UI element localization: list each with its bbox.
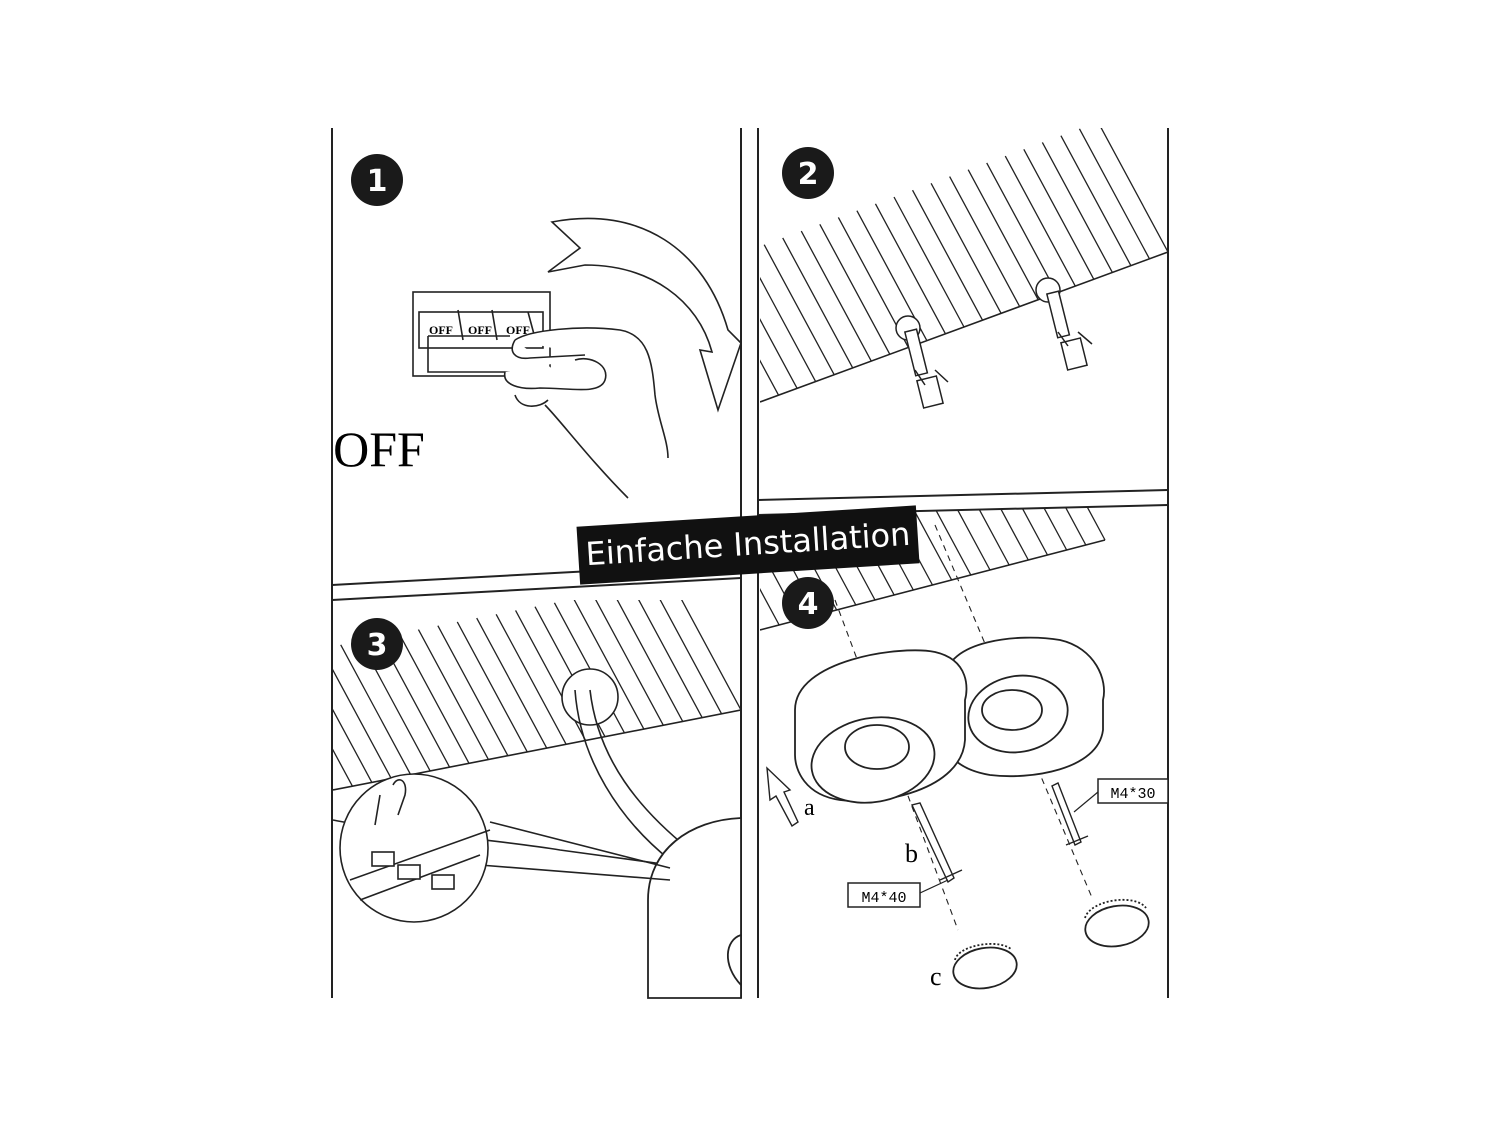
- screw-label-long: M4*40: [847, 879, 949, 908]
- label-a: a: [804, 795, 815, 821]
- hatch-line: [760, 264, 780, 396]
- hatch-line: [456, 621, 528, 753]
- hatch-line: [996, 505, 1068, 551]
- wiring-detail-magnifier: [339, 773, 671, 923]
- curved-arrow-icon: [547, 217, 742, 413]
- hatch-line: [333, 652, 373, 783]
- title-banner: Einfache Installation: [576, 505, 920, 585]
- screw-icon: [1051, 782, 1089, 846]
- step-3-number: 3: [367, 628, 388, 663]
- hatch-line: [340, 644, 412, 776]
- hatch-line: [495, 613, 567, 745]
- lamp-body-right: [944, 636, 1105, 778]
- hatch-line: [333, 659, 334, 791]
- step-4-number: 4: [798, 587, 819, 622]
- hatch-line: [986, 162, 1058, 294]
- step-1-badge: [351, 154, 403, 206]
- hatch-line: [760, 505, 780, 626]
- hatch-line: [957, 505, 1029, 561]
- hatch-line: [930, 183, 1002, 314]
- hatch-line: [874, 203, 947, 335]
- switch-label-1: OFF: [429, 323, 453, 337]
- wall-anchor-icon: [1035, 277, 1093, 371]
- panel-step-1: 1 OFF OFF OFF OFF: [333, 154, 742, 499]
- hatch-line: [881, 505, 953, 581]
- wall-anchor-icon: [895, 315, 949, 409]
- hatch-line: [911, 189, 984, 321]
- hatch-line: [800, 230, 872, 362]
- hatch-line: [760, 271, 761, 403]
- hatch-line: [782, 237, 854, 369]
- panel-step-3: 3: [332, 600, 742, 999]
- hatch-line: [919, 505, 991, 571]
- hatch-line: [573, 600, 645, 730]
- lamp-body-left: [794, 649, 968, 804]
- screw-short-text: M4*30: [1110, 786, 1155, 803]
- hatch-line: [760, 251, 817, 382]
- step-1-number: 1: [367, 164, 388, 199]
- hand-icon: [504, 327, 669, 499]
- ceiling-hatch-2: [760, 128, 1168, 403]
- screw-label-short: M4*30: [1073, 778, 1169, 813]
- hatch-line: [976, 505, 1049, 556]
- switch-label-3: OFF: [506, 323, 530, 337]
- hatch-line: [437, 625, 509, 757]
- hatch-line: [417, 629, 490, 760]
- panel-step-4: 4: [760, 505, 1169, 991]
- screw-icon: [911, 802, 963, 884]
- up-arrow-icon: [766, 766, 799, 828]
- hatch-line: [763, 244, 835, 376]
- hatch-line: [1078, 128, 1151, 260]
- switch-label-2: OFF: [468, 323, 492, 337]
- hatch-line: [476, 617, 548, 749]
- lamp-base-partial: [647, 817, 742, 999]
- hatch-line: [612, 600, 684, 722]
- hatch-line: [398, 633, 470, 764]
- hatch-line: [1023, 148, 1095, 280]
- hatch-line: [938, 505, 1010, 566]
- hatch-line: [967, 169, 1039, 301]
- hatch-line: [592, 600, 664, 726]
- screw-long-text: M4*40: [861, 890, 906, 907]
- hatch-line: [333, 648, 392, 779]
- hatch-line: [1060, 135, 1132, 266]
- cover-cap-icon: [952, 943, 1018, 990]
- hatch-line: [1015, 505, 1087, 546]
- hatch-line: [819, 223, 891, 355]
- hatch-line: [893, 196, 965, 328]
- hatch-line: [1097, 128, 1168, 253]
- hatch-line: [631, 600, 703, 718]
- label-c: c: [930, 962, 942, 991]
- hatch-line: [949, 176, 1021, 307]
- off-caption: OFF: [333, 421, 425, 477]
- panel-step-2: 2: [760, 128, 1168, 409]
- hatch-line: [760, 258, 798, 389]
- step-4-badge: [782, 577, 834, 629]
- hatch-line: [1034, 505, 1106, 541]
- hatch-line: [670, 600, 740, 711]
- ceiling-hatch-3: [333, 600, 740, 791]
- step-2-badge: [782, 147, 834, 199]
- hatch-line: [1041, 142, 1113, 273]
- hatch-line: [333, 655, 354, 787]
- hatch-line: [1004, 155, 1076, 287]
- label-b: b: [905, 839, 918, 868]
- step-3-badge: [351, 618, 403, 670]
- hatch-line: [650, 600, 723, 715]
- cover-cap-icon: [1084, 898, 1150, 948]
- step-2-number: 2: [798, 157, 819, 192]
